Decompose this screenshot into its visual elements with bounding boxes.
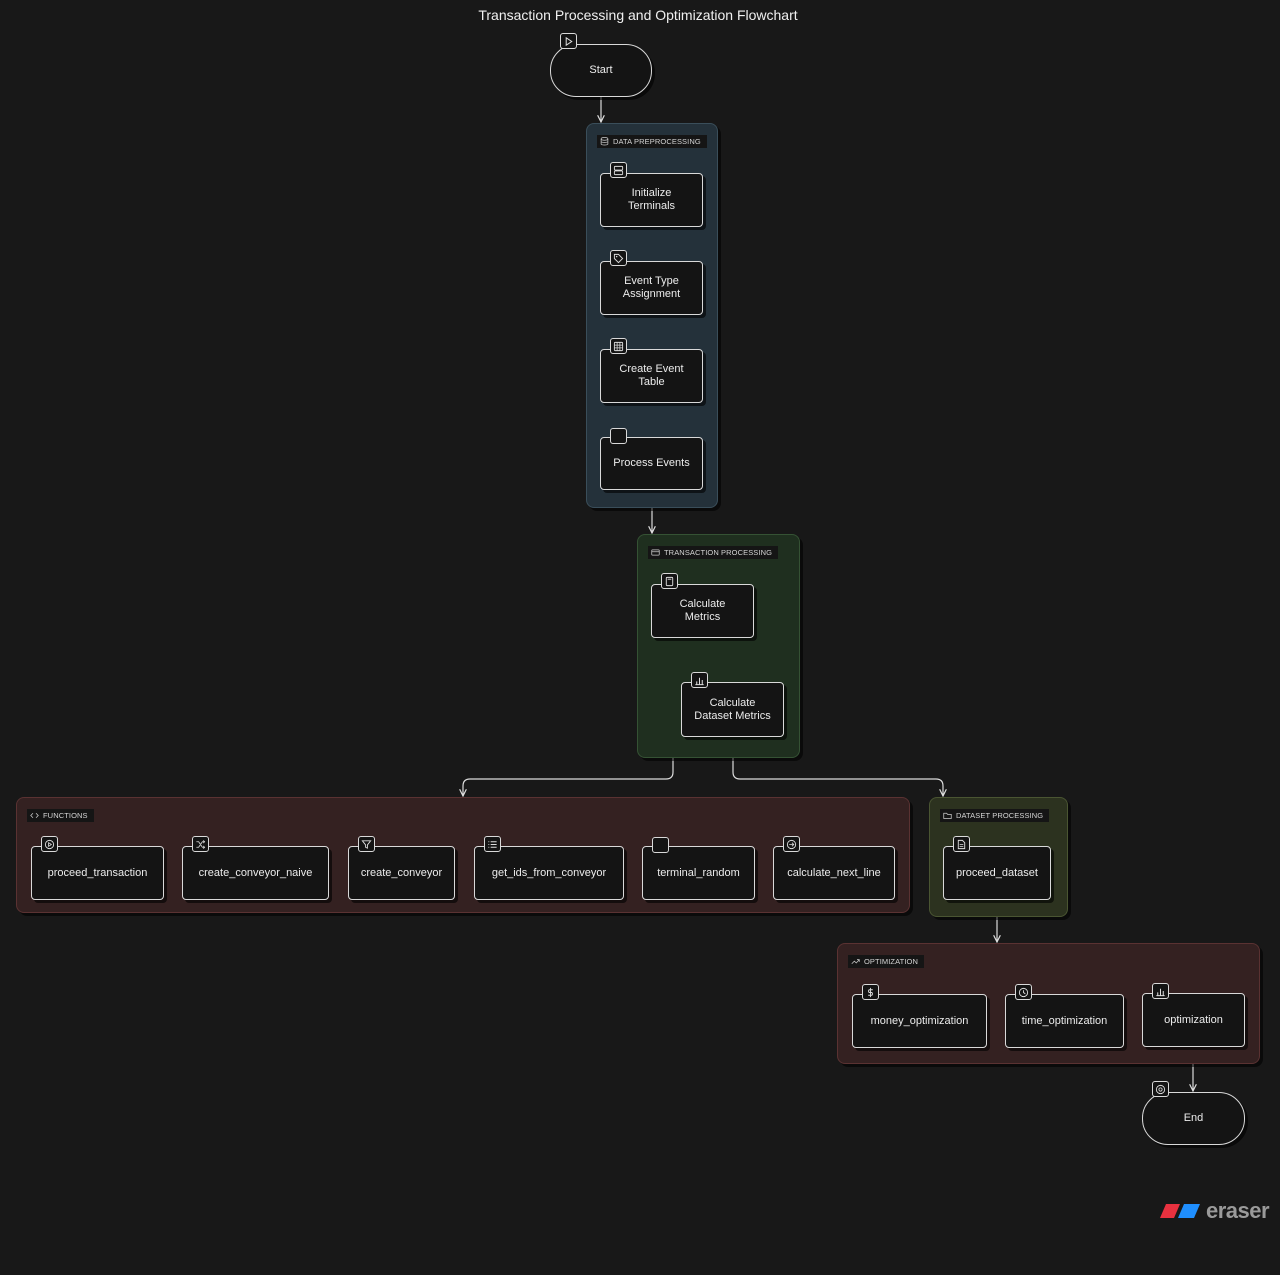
node-end[interactable]: End bbox=[1142, 1092, 1245, 1145]
eraser-logo-text: eraser bbox=[1206, 1198, 1270, 1223]
node-event-type-assignment-label: Event Type Assignment bbox=[622, 275, 681, 300]
dollar-icon bbox=[862, 984, 879, 1000]
tag-icon bbox=[610, 250, 627, 266]
filter-icon bbox=[358, 836, 375, 852]
node-start[interactable]: Start bbox=[550, 44, 652, 97]
group-label-transaction-processing: TRANSACTION PROCESSING bbox=[664, 548, 773, 557]
node-get-ids-from-conveyor[interactable]: get_ids_from_conveyor bbox=[474, 846, 624, 900]
node-time-optimization[interactable]: time_optimization bbox=[1005, 994, 1124, 1048]
node-proceed-transaction-label: proceed_transaction bbox=[47, 866, 148, 879]
node-process-events-label: Process Events bbox=[613, 457, 690, 469]
node-optimization[interactable]: optimization bbox=[1142, 993, 1245, 1047]
play-icon bbox=[560, 33, 577, 49]
node-calculate-dataset-metrics-label: Calculate Dataset Metrics bbox=[694, 696, 771, 722]
node-terminal-random-label: terminal_random bbox=[657, 866, 740, 879]
node-initialize-terminals[interactable]: Initialize Terminals bbox=[600, 173, 703, 227]
node-get-ids-from-conveyor-label: get_ids_from_conveyor bbox=[491, 866, 607, 879]
play-circle-icon bbox=[41, 836, 58, 852]
node-calculate-metrics[interactable]: Calculate Metrics bbox=[651, 584, 754, 638]
trending-up-icon bbox=[851, 959, 860, 965]
node-event-type-assignment[interactable]: Event Type Assignment bbox=[600, 261, 703, 315]
node-proceed-dataset-label: proceed_dataset bbox=[956, 866, 1038, 879]
list-icon bbox=[484, 836, 501, 852]
node-create-event-table[interactable]: Create Event Table bbox=[600, 349, 703, 403]
bar-chart-icon bbox=[691, 672, 708, 688]
calculator-icon bbox=[661, 573, 678, 589]
file-icon bbox=[953, 836, 970, 852]
clock-icon bbox=[1015, 984, 1032, 1000]
stop-circle-icon bbox=[1152, 1081, 1169, 1097]
group-label-dataset-processing: DATASET PROCESSING bbox=[956, 811, 1044, 820]
edge-dataset-metrics-to-dataset-processing bbox=[732, 737, 943, 796]
code-icon bbox=[30, 812, 39, 819]
folder-icon bbox=[943, 812, 952, 819]
credit-card-icon bbox=[651, 549, 660, 556]
blank-icon bbox=[610, 428, 627, 444]
arrow-right-circle-icon bbox=[783, 836, 800, 852]
node-create-conveyor-label: create_conveyor bbox=[360, 866, 443, 879]
database-icon bbox=[600, 137, 609, 146]
bar-chart-icon bbox=[1152, 983, 1169, 999]
node-initialize-terminals-label: Initialize Terminals bbox=[627, 187, 676, 212]
eraser-logo: eraser bbox=[1160, 1198, 1270, 1224]
node-calculate-metrics-label: Calculate Metrics bbox=[679, 598, 726, 623]
group-functions: FUNCTIONS bbox=[16, 797, 910, 913]
node-create-conveyor-naive[interactable]: create_conveyor_naive bbox=[182, 846, 329, 900]
group-label-functions: FUNCTIONS bbox=[43, 811, 88, 820]
table-icon bbox=[610, 338, 627, 354]
diagram-title: Transaction Processing and Optimization … bbox=[478, 7, 798, 23]
node-start-label: Start bbox=[589, 64, 613, 76]
node-terminal-random[interactable]: terminal_random bbox=[642, 846, 755, 900]
shuffle-icon bbox=[192, 836, 209, 852]
node-optimization-label: optimization bbox=[1164, 1013, 1223, 1026]
node-money-optimization-label: money_optimization bbox=[870, 1014, 969, 1027]
node-create-conveyor-naive-label: create_conveyor_naive bbox=[198, 866, 313, 879]
group-label-data-preprocessing: DATA PREPROCESSING bbox=[613, 137, 701, 146]
node-calculate-next-line-label: calculate_next_line bbox=[787, 866, 881, 879]
node-time-optimization-label: time_optimization bbox=[1021, 1014, 1108, 1027]
node-money-optimization[interactable]: money_optimization bbox=[852, 994, 987, 1048]
node-proceed-dataset[interactable]: proceed_dataset bbox=[943, 846, 1051, 900]
server-icon bbox=[610, 162, 627, 178]
group-label-optimization: OPTIMIZATION bbox=[864, 957, 918, 966]
eraser-logo-mark-icon bbox=[1160, 1204, 1200, 1218]
node-create-conveyor[interactable]: create_conveyor bbox=[348, 846, 455, 900]
node-process-events[interactable]: Process Events bbox=[600, 437, 703, 490]
blank-icon bbox=[652, 837, 669, 853]
node-end-label: End bbox=[1183, 1112, 1204, 1124]
node-calculate-dataset-metrics[interactable]: Calculate Dataset Metrics bbox=[681, 682, 784, 737]
node-create-event-table-label: Create Event Table bbox=[619, 363, 684, 388]
node-proceed-transaction[interactable]: proceed_transaction bbox=[31, 846, 164, 900]
node-calculate-next-line[interactable]: calculate_next_line bbox=[773, 846, 895, 900]
